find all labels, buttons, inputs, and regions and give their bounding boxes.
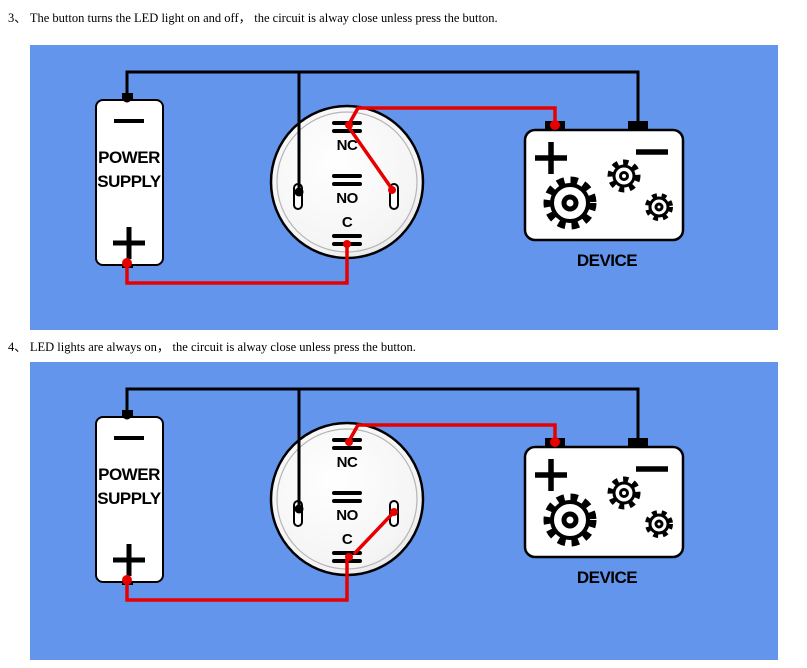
c-to-power-wire [125,241,349,285]
plus-symbol [535,142,567,174]
no-label: NO [336,190,358,207]
connection-dot [550,437,560,447]
plus-symbol [113,227,145,259]
gear-icon [645,193,673,221]
gear-icon [543,176,597,230]
connection-dot [345,121,353,129]
plus-symbol [535,459,567,491]
power-supply-label-1: POWER [98,148,160,167]
power-supply-label-2: SUPPLY [97,172,162,191]
power-supply-label-2: SUPPLY [97,489,162,508]
device: DEVICE [523,438,685,587]
gear-icon [543,493,597,547]
caption-item-4: 4、 LED lights are always on， the circuit… [8,340,416,354]
nc-label: NC [337,137,358,154]
device-label: DEVICE [577,251,637,270]
junction-dot [122,410,132,420]
power-supply: POWER SUPPLY [95,93,164,268]
junction-dot [122,93,132,103]
negative-wire [125,70,640,124]
nc-label: NC [337,454,358,471]
contact-bridge-c-no [353,510,396,555]
caption-item-3: 3、 The button turns the LED light on and… [8,11,498,25]
connection-dot [345,553,353,561]
connection-dot [122,575,132,585]
no-terminal-screw [332,174,362,186]
nc-to-device-wire [347,106,557,127]
device: DEVICE [523,121,685,270]
negative-wire [125,387,640,441]
connection-dot [343,240,351,248]
gear-icon [607,476,641,510]
connection-dot [550,120,560,130]
no-terminal-screw [332,491,362,503]
nc-to-device-wire [347,423,557,444]
gear-icon [607,159,641,193]
junction-dot [294,504,304,514]
c-label: C [342,214,353,231]
gear-icon [645,510,673,538]
c-to-power-wire [125,558,349,602]
diagram-3-canvas: POWER SUPPLY NC NO C [95,70,685,285]
c-label: C [342,531,353,548]
junction-dot [294,187,304,197]
wiring-diagram-4: POWER SUPPLY NC NO C [30,362,778,660]
power-supply-label-1: POWER [98,465,160,484]
push-button-switch: NC NO C [269,104,425,260]
contact-bridge-nc-no [348,127,394,191]
diagram-4-canvas: POWER SUPPLY NC NO C [95,387,685,602]
wiring-diagram-3: POWER SUPPLY NC NO C [30,45,778,330]
device-negative-terminal [628,121,648,131]
connection-dot [390,508,398,516]
device-label: DEVICE [577,568,637,587]
no-label: NO [336,507,358,524]
power-supply: POWER SUPPLY [95,410,164,585]
device-negative-terminal [628,438,648,448]
connection-dot [388,186,396,194]
wires [122,70,640,285]
connection-dot [122,258,132,268]
plus-symbol [113,544,145,576]
connection-dot [345,438,353,446]
wires [122,387,640,602]
push-button-switch: NC NO C [269,421,425,577]
